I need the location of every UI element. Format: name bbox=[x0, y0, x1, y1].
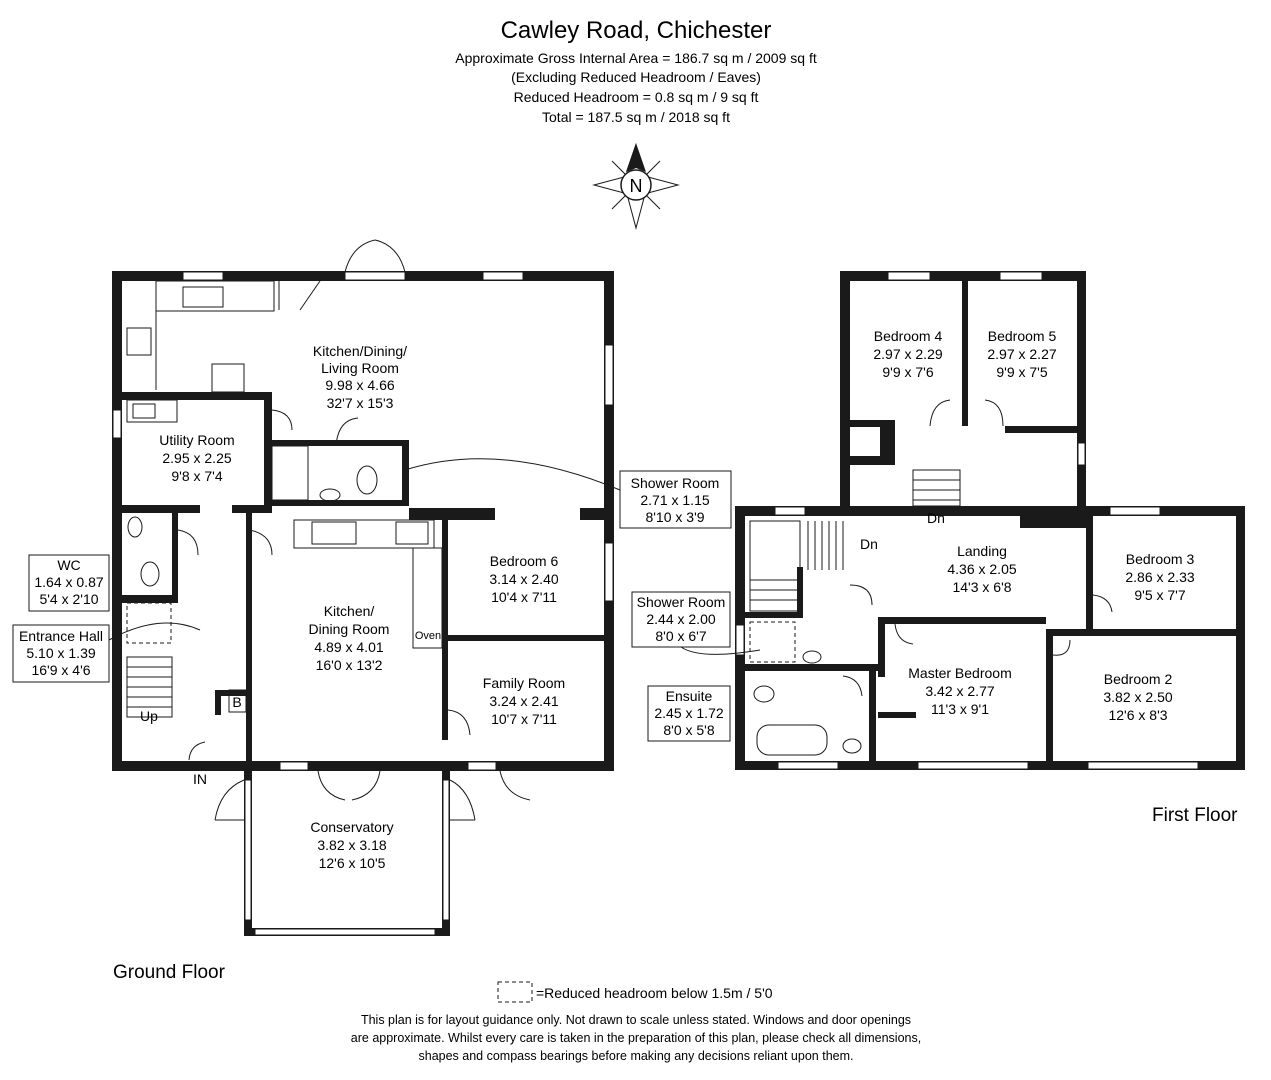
ff-shower-metric: 2.44 x 2.00 bbox=[646, 611, 715, 627]
disclaimer: This plan is for layout guidance only. N… bbox=[351, 1013, 921, 1063]
kitchen-living-name-1: Kitchen/Dining/ bbox=[313, 343, 407, 359]
master-bedroom-name: Master Bedroom bbox=[908, 665, 1011, 681]
compass-north-label: N bbox=[630, 176, 643, 196]
compass-icon: N bbox=[592, 143, 680, 230]
disclaimer-line-3: shapes and compass bearings before makin… bbox=[419, 1049, 854, 1063]
conservatory-imperial: 12'6 x 10'5 bbox=[319, 855, 386, 871]
gf-shower-metric: 2.71 x 1.15 bbox=[640, 492, 709, 508]
kitchen-dining-name-1: Kitchen/ bbox=[324, 603, 375, 619]
stairs-down-label-1: Dn bbox=[860, 536, 878, 552]
conservatory-name: Conservatory bbox=[310, 819, 393, 835]
reduced-headroom: Reduced Headroom = 0.8 sq m / 9 sq ft bbox=[514, 89, 759, 105]
bedroom4-imperial: 9'9 x 7'6 bbox=[882, 364, 933, 380]
stairs-up-label: Up bbox=[140, 708, 158, 724]
entrance-hall-name: Entrance Hall bbox=[19, 628, 103, 644]
wc-imperial: 5'4 x 2'10 bbox=[39, 591, 98, 607]
bedroom2-imperial: 12'6 x 8'3 bbox=[1108, 707, 1167, 723]
bedroom5-name: Bedroom 5 bbox=[988, 328, 1057, 344]
bedroom4-metric: 2.97 x 2.29 bbox=[873, 346, 942, 362]
master-bedroom-metric: 3.42 x 2.77 bbox=[925, 683, 994, 699]
gf-shower-imperial: 8'10 x 3'9 bbox=[645, 509, 704, 525]
entrance-hall-imperial: 16'9 x 4'6 bbox=[31, 662, 90, 678]
landing-metric: 4.36 x 2.05 bbox=[947, 561, 1016, 577]
entrance-hall-callout bbox=[12, 624, 110, 683]
bedroom6-name: Bedroom 6 bbox=[490, 553, 559, 569]
wc-callout bbox=[28, 554, 110, 612]
utility-room-metric: 2.95 x 2.25 bbox=[162, 450, 231, 466]
wc-metric: 1.64 x 0.87 bbox=[34, 574, 103, 590]
stairs-down-label-2: Dn bbox=[927, 510, 945, 526]
disclaimer-line-1: This plan is for layout guidance only. N… bbox=[361, 1013, 911, 1027]
ensuite-name: Ensuite bbox=[666, 688, 713, 704]
bedroom6-metric: 3.14 x 2.40 bbox=[489, 571, 558, 587]
entrance-in-label: IN bbox=[193, 771, 207, 787]
first-floor: Bedroom 4 2.97 x 2.29 9'9 x 7'6 Bedroom … bbox=[631, 271, 1245, 826]
bedroom3-imperial: 9'5 x 7'7 bbox=[1134, 587, 1185, 603]
bedroom3-name: Bedroom 3 bbox=[1126, 551, 1195, 567]
kitchen-dining-imperial: 16'0 x 13'2 bbox=[316, 657, 383, 673]
bedroom5-metric: 2.97 x 2.27 bbox=[987, 346, 1056, 362]
ensuite-callout bbox=[647, 685, 731, 742]
ground-floor: Kitchen/Dining/ Living Room 9.98 x 4.66 … bbox=[12, 239, 732, 983]
entrance-hall-metric: 5.10 x 1.39 bbox=[26, 645, 95, 661]
bedroom6-imperial: 10'4 x 7'11 bbox=[491, 589, 557, 605]
legend-text: =Reduced headroom below 1.5m / 5'0 bbox=[536, 985, 773, 1001]
reduced-headroom-swatch bbox=[497, 981, 533, 1003]
gross-area: Approximate Gross Internal Area = 186.7 … bbox=[455, 50, 817, 66]
ff-shower-callout bbox=[631, 591, 731, 648]
family-room-metric: 3.24 x 2.41 bbox=[489, 693, 558, 709]
plan-title: Cawley Road, Chichester bbox=[501, 17, 772, 44]
conservatory-metric: 3.82 x 3.18 bbox=[317, 837, 386, 853]
ensuite-imperial: 8'0 x 5'8 bbox=[663, 722, 714, 738]
family-room-name: Family Room bbox=[483, 675, 565, 691]
legend: =Reduced headroom below 1.5m / 5'0 bbox=[497, 981, 773, 1003]
master-bedroom-imperial: 11'3 x 9'1 bbox=[931, 701, 989, 717]
header: Cawley Road, Chichester Approximate Gros… bbox=[455, 17, 817, 125]
kitchen-living-name-2: Living Room bbox=[321, 360, 399, 376]
bedroom4-name: Bedroom 4 bbox=[874, 328, 943, 344]
landing-imperial: 14'3 x 6'8 bbox=[952, 579, 1011, 595]
bedroom2-name: Bedroom 2 bbox=[1104, 671, 1173, 687]
ff-shower-imperial: 8'0 x 6'7 bbox=[655, 628, 706, 644]
shower-room-callout bbox=[619, 470, 732, 529]
boiler-label: B bbox=[232, 694, 241, 710]
oven-label: Oven bbox=[415, 630, 441, 642]
bedroom3-metric: 2.86 x 2.33 bbox=[1125, 569, 1194, 585]
ground-floor-label: Ground Floor bbox=[113, 962, 226, 983]
utility-room-imperial: 9'8 x 7'4 bbox=[171, 468, 222, 484]
gf-shower-name: Shower Room bbox=[631, 475, 720, 491]
kitchen-dining-metric: 4.89 x 4.01 bbox=[314, 639, 383, 655]
ensuite-metric: 2.45 x 1.72 bbox=[654, 705, 723, 721]
wc-name: WC bbox=[57, 557, 80, 573]
family-room-imperial: 10'7 x 7'11 bbox=[491, 711, 557, 727]
total-area: Total = 187.5 sq m / 2018 sq ft bbox=[542, 109, 730, 125]
utility-room-name: Utility Room bbox=[159, 432, 234, 448]
ff-shower-name: Shower Room bbox=[637, 594, 726, 610]
bedroom2-metric: 3.82 x 2.50 bbox=[1103, 689, 1172, 705]
excluding-note: (Excluding Reduced Headroom / Eaves) bbox=[511, 69, 761, 85]
kitchen-living-imperial: 32'7 x 15'3 bbox=[327, 395, 394, 411]
bedroom5-imperial: 9'9 x 7'5 bbox=[996, 364, 1047, 380]
kitchen-living-metric: 9.98 x 4.66 bbox=[325, 377, 394, 393]
first-floor-label: First Floor bbox=[1152, 805, 1238, 826]
disclaimer-line-2: are approximate. Whilst every care is ta… bbox=[351, 1031, 921, 1045]
kitchen-dining-name-2: Dining Room bbox=[309, 621, 390, 637]
landing-name: Landing bbox=[957, 543, 1007, 559]
